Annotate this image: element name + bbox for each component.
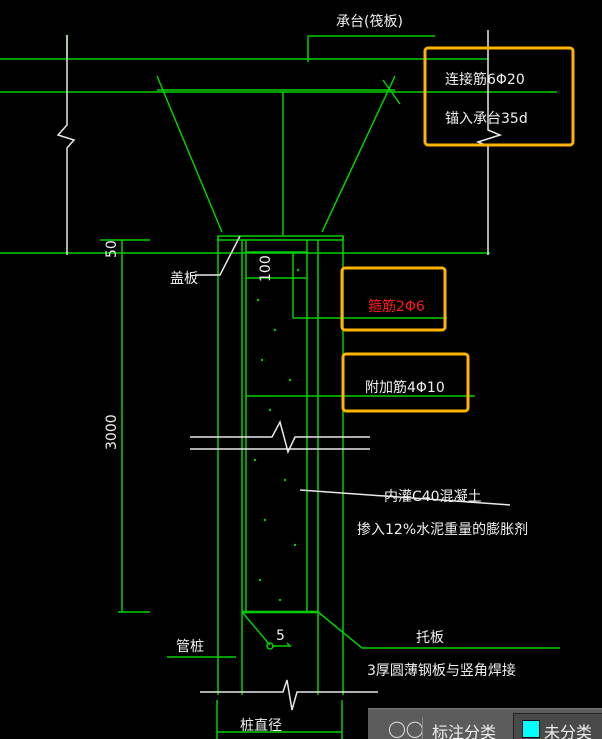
dim-50: 50 xyxy=(104,240,120,258)
label-pile-diameter: 桩直径 xyxy=(240,717,282,734)
note-connect-bar: 连接筋6Φ20 xyxy=(445,71,525,88)
note-concrete-1: 内灌C40混凝土 xyxy=(384,489,482,505)
category-color-swatch xyxy=(522,720,540,738)
connecting-bars xyxy=(156,75,401,235)
label-cover-plate: 盖板 xyxy=(170,271,198,287)
callout-box-stirrup xyxy=(340,266,447,332)
title-pile-cap: 承台(筏板) xyxy=(336,13,403,30)
note-stirrup: 箍筋2Φ6 xyxy=(368,298,425,315)
concrete-hatch xyxy=(253,268,300,602)
note-anchor: 锚入承台35d xyxy=(445,111,528,127)
pile-cap-lines xyxy=(0,30,557,255)
note-concrete-2: 掺入12%水泥重量的膨胀剂 xyxy=(357,521,528,538)
note-additional-bar: 附加筋4Φ10 xyxy=(365,379,445,396)
annotation-category-panel: ◯◯ 标注分类 未分类 xyxy=(368,708,602,739)
label-support-plate: 托板 xyxy=(416,630,444,646)
callout-box-connect-bar xyxy=(423,46,575,147)
dimension-lines xyxy=(100,239,343,739)
dim-3000: 3000 xyxy=(104,414,120,450)
callout-box-additional-bar xyxy=(341,352,470,413)
divider xyxy=(422,717,423,739)
dim-100: 100 xyxy=(258,255,274,282)
label-pipe-pile: 管桩 xyxy=(176,638,204,655)
category-icon[interactable]: ◯◯ xyxy=(388,719,424,738)
annotation-category-label: 标注分类 xyxy=(432,723,497,739)
category-dropdown[interactable]: 未分类 xyxy=(513,713,602,739)
pile-column xyxy=(167,235,560,695)
break-lines xyxy=(190,419,378,711)
note-weld: 3厚圆薄钢板与竖角焊接 xyxy=(367,662,516,679)
category-value: 未分类 xyxy=(544,723,593,739)
weld-size: 5 xyxy=(276,628,285,644)
